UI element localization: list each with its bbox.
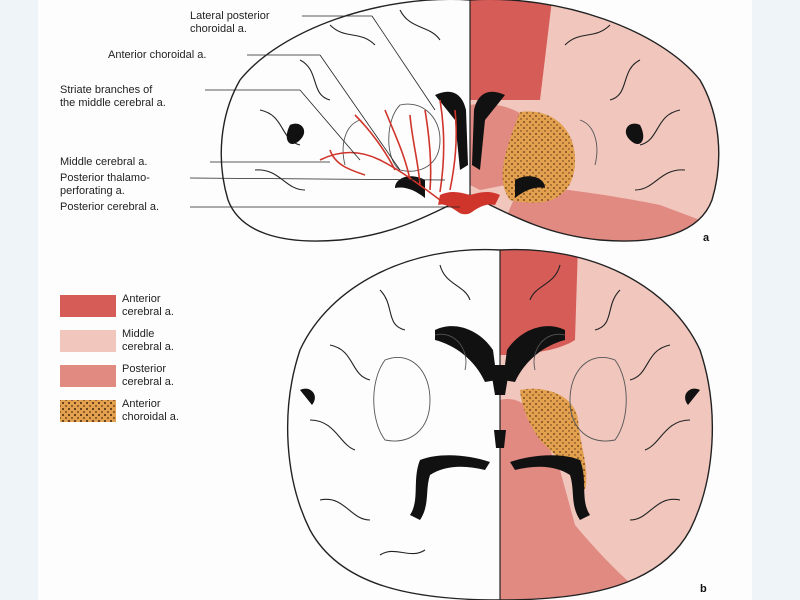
panel-a-territories [470, 0, 719, 242]
posterior-cerebral-territory-a [505, 185, 700, 242]
panel-a-gyri-right [564, 24, 686, 191]
label-lateral-posterior-choroidal: Lateral posterior choroidal a. [190, 10, 270, 35]
panel-b-outline [286, 248, 714, 600]
posterior-horns-b [410, 455, 590, 520]
label-posterior-thalamoperforating: Posterior thalamo- perforating a. [60, 172, 150, 197]
panel-a-coronal-section [220, 0, 720, 242]
panel-a-leader-lines [189, 15, 460, 208]
third-ventricle-b [490, 365, 510, 448]
anterior-cerebral-territory-a [470, 0, 552, 100]
label-striate-branches: Striate branches of the middle cerebral … [60, 84, 166, 109]
panel-b-territories [500, 249, 713, 600]
legend-swatch-anterior-cerebral [60, 295, 116, 317]
caudate-lines-b [434, 333, 566, 371]
panel-a-letter: a [703, 232, 710, 244]
circle-of-willis-a [438, 191, 500, 215]
right-margin-stripe [752, 0, 800, 600]
frontal-horns-b [435, 326, 565, 382]
label-posterior-cerebral: Posterior cerebral a. [60, 201, 160, 213]
panel-b-letter: b [700, 583, 707, 595]
vessels-a [319, 99, 457, 201]
legend-swatch-middle-cerebral [60, 330, 116, 352]
label-anterior-choroidal: Anterior choroidal a. [108, 49, 207, 61]
panel-a-gyri-left [254, 9, 441, 191]
legend-label-posterior-cerebral: Posterior cerebral a. [122, 363, 174, 388]
panel-b-axial-section [286, 248, 714, 600]
legend-label-middle-cerebral: Middle cerebral a. [122, 328, 174, 353]
posterior-cerebral-territory-b [500, 399, 650, 600]
panel-b-gyri-left [309, 264, 471, 556]
legend-swatch-posterior-cerebral [60, 365, 116, 387]
panel-b-gyri-right [529, 264, 691, 521]
lateral-ventricles-a [435, 91, 505, 170]
legend-swatch-anterior-choroidal [60, 400, 116, 422]
legend-label-anterior-choroidal: Anterior choroidal a. [122, 398, 179, 423]
insula-lines-a [342, 119, 598, 166]
legend-label-anterior-cerebral: Anterior cerebral a. [122, 293, 174, 318]
label-middle-cerebral: Middle cerebral a. [60, 156, 148, 168]
lentiform-nuclei-b [373, 356, 627, 442]
basal-ganglia-left-a [388, 103, 441, 172]
left-margin-stripe [0, 0, 38, 600]
